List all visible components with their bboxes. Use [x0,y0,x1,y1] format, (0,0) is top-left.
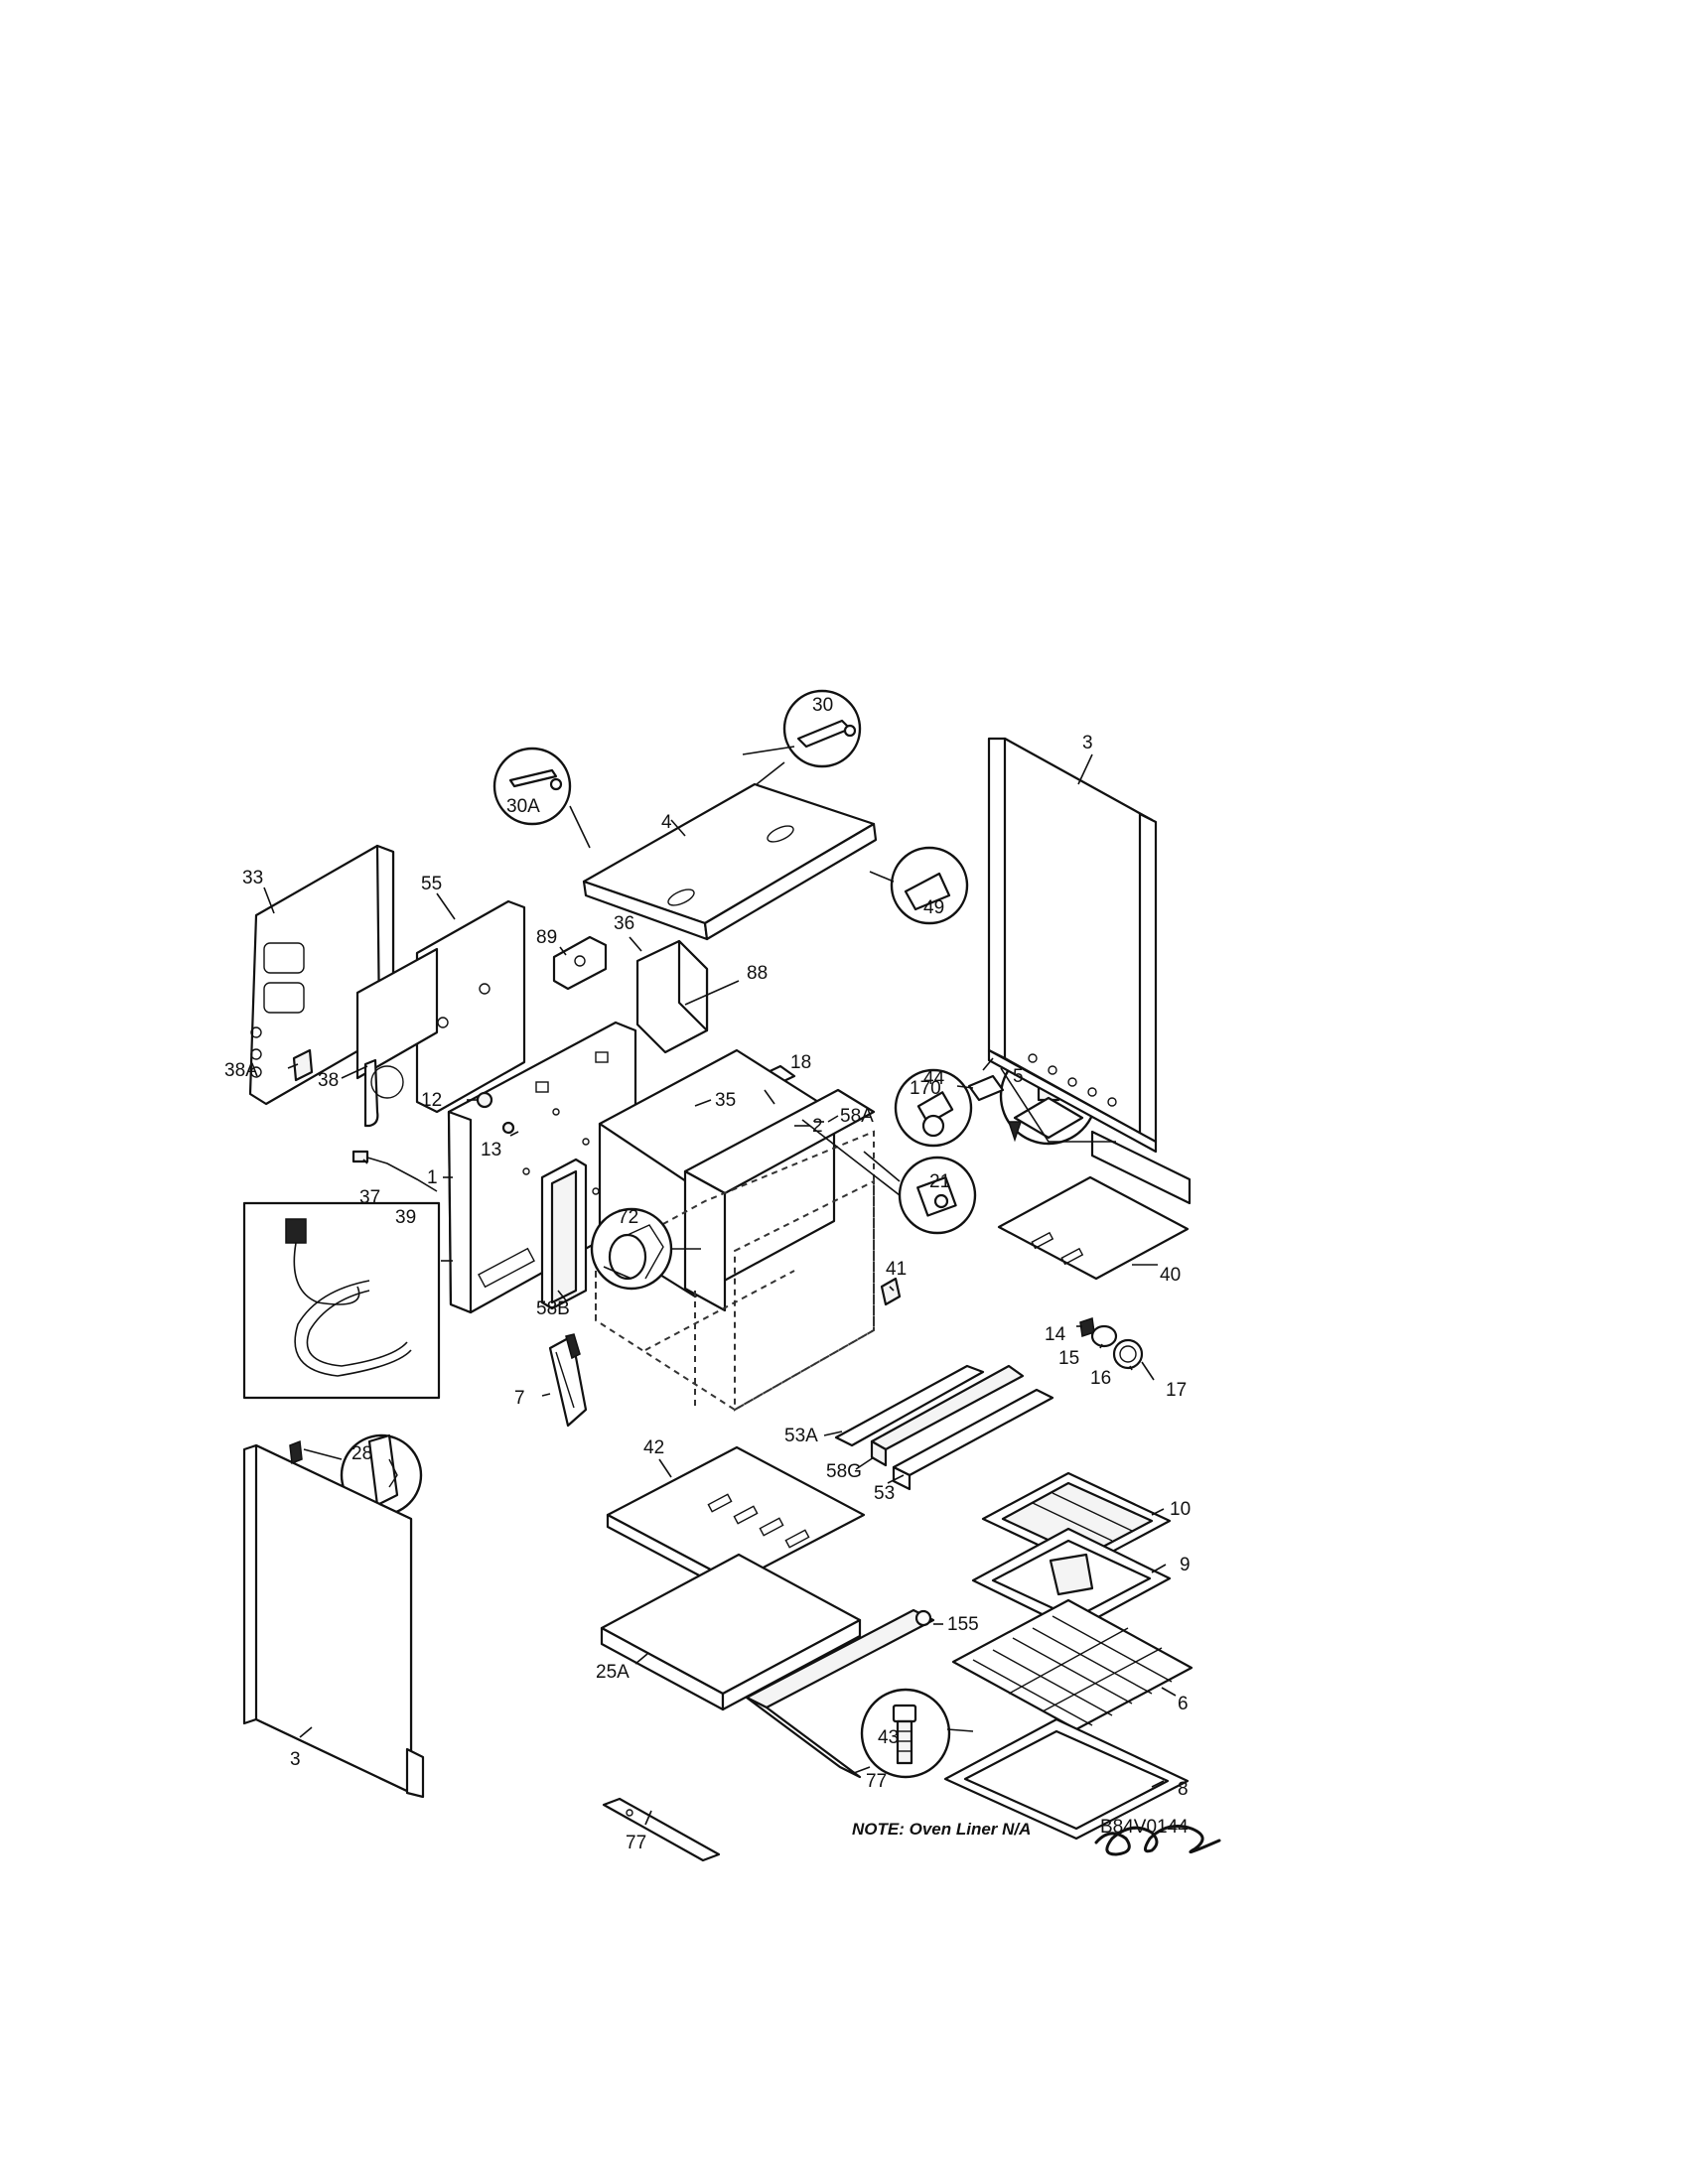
part-58b-insulation [540,1158,588,1310]
callout-49 [890,846,969,925]
part-1-side-panel [447,1021,637,1314]
part-37-wire [351,1150,438,1192]
leader-lines [263,746,1177,1826]
part-13-fastener [501,1121,515,1135]
label-8: 8 [1178,1779,1189,1800]
part-58g-insulation [870,1364,1025,1467]
label-58b: 58B [536,1298,570,1319]
oven-liner-note: NOTE: Oven Liner N/A [852,1820,1031,1839]
label-5: 5 [1013,1066,1024,1087]
part-38a-clip [292,1048,314,1082]
part-36-vent-duct [635,939,709,1054]
label-77-upper: 77 [866,1771,887,1792]
label-42: 42 [643,1437,664,1458]
label-30: 30 [812,695,833,716]
label-89: 89 [536,927,557,948]
callout-30 [782,689,862,768]
label-155: 155 [947,1614,979,1635]
part-6-oven-rack [951,1598,1193,1731]
part-12-fastener [476,1091,493,1109]
part-155-drawer-rail [745,1608,935,1779]
label-16: 16 [1090,1368,1111,1389]
label-21: 21 [929,1171,950,1192]
label-14: 14 [1045,1324,1066,1345]
callout-30a [492,747,572,826]
label-40: 40 [1160,1265,1181,1286]
part-38-bracket [363,1058,404,1128]
callout-21 [898,1156,977,1235]
label-1: 1 [427,1167,438,1188]
label-17: 17 [1166,1380,1187,1401]
label-49: 49 [923,897,944,918]
part-170-bracket [967,1074,1005,1102]
part-16-lens [1112,1338,1144,1370]
part-10-broil-grid [981,1471,1172,1569]
oven-liner-dashed [595,1130,875,1412]
part-labels: 33 55 38A 38 37 1 39 12 13 89 36 88 35 1… [224,695,1191,1853]
part-3-side-panel-right [987,737,1158,1154]
label-77-lower: 77 [626,1833,646,1853]
label-4: 4 [661,812,672,833]
label-13: 13 [481,1140,501,1160]
part-77-strip [602,1797,721,1862]
label-38: 38 [318,1070,339,1091]
part-8-tray [943,1717,1190,1841]
part-4-top-cover [582,782,878,941]
part-41-clip [880,1277,902,1306]
label-36: 36 [614,913,634,934]
label-25a: 25A [596,1662,630,1683]
part-55-shield [355,899,526,1114]
part-15-bulb [1090,1324,1118,1348]
label-6: 6 [1178,1694,1189,1714]
label-39: 39 [395,1207,416,1228]
label-58a: 58A [840,1106,874,1127]
part-7-door-hinge [548,1333,588,1428]
label-44: 44 [923,1068,945,1089]
part-53a-rail [834,1364,985,1447]
label-10: 10 [1170,1499,1191,1520]
part-40-support-plate [997,1130,1192,1281]
label-9: 9 [1180,1555,1191,1575]
label-12: 12 [421,1090,442,1111]
label-53a: 53A [784,1426,818,1446]
label-30a: 30A [506,796,540,817]
label-170: 170 [910,1078,941,1099]
label-41: 41 [886,1259,907,1280]
label-43: 43 [878,1727,899,1748]
callout-44 [894,1068,973,1148]
label-3-bottom: 3 [290,1749,301,1770]
label-18: 18 [790,1052,811,1073]
label-33: 33 [242,868,263,888]
label-2: 2 [812,1116,823,1137]
part-3-side-panel-left [242,1439,425,1799]
part-25a-drawer [600,1553,862,1711]
part-89-switch [552,935,608,991]
callout-43 [860,1688,951,1779]
label-28: 28 [351,1443,372,1464]
part-9-broil-pan [971,1527,1172,1632]
label-7: 7 [514,1388,525,1409]
label-53: 53 [874,1483,895,1504]
label-15: 15 [1058,1348,1079,1369]
part-39-power-cord [242,1201,441,1400]
label-38a: 38A [224,1060,258,1081]
label-55: 55 [421,874,442,894]
label-58g: 58G [826,1461,862,1482]
label-35: 35 [715,1090,736,1111]
label-88: 88 [747,963,768,984]
label-72: 72 [618,1207,638,1228]
signature-scribble [1094,1825,1221,1856]
label-37: 37 [359,1187,380,1208]
label-3-top: 3 [1082,733,1093,753]
part-53-rail [892,1388,1054,1491]
